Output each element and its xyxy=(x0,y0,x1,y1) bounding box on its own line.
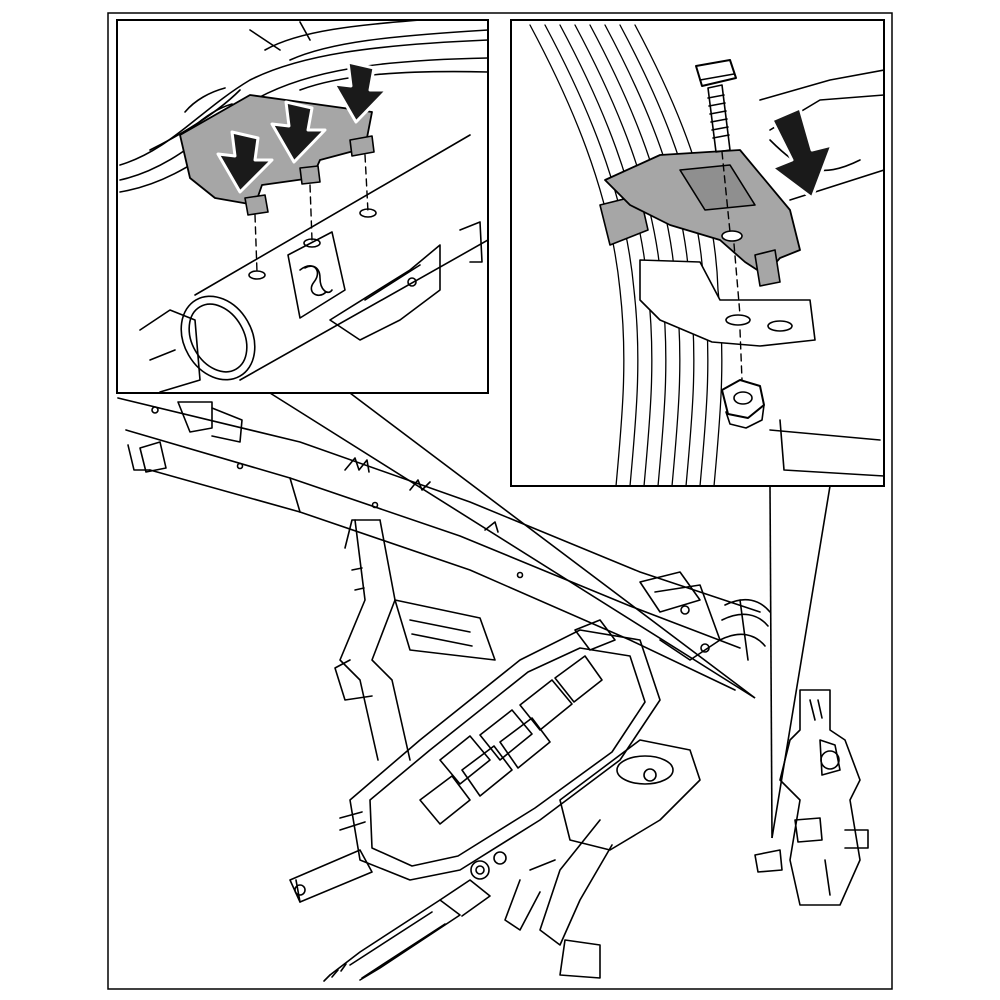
crossmember-tube xyxy=(139,134,488,393)
callout-leaders xyxy=(269,392,831,839)
inset-left xyxy=(116,19,489,394)
beam-harness xyxy=(719,598,771,661)
lower-support-frame xyxy=(334,519,496,761)
nut xyxy=(721,379,765,429)
push-arrow-2 xyxy=(270,100,327,164)
bolt xyxy=(695,59,737,153)
column-lower-shaft xyxy=(289,811,507,982)
leader-left-inset-b xyxy=(349,392,756,699)
steering-column-housing xyxy=(349,571,721,881)
guide-lines xyxy=(254,154,369,273)
crossmember-beam xyxy=(117,397,761,691)
pedal-assembly xyxy=(504,739,701,979)
push-arrows xyxy=(216,60,389,194)
push-arrow-3 xyxy=(332,60,389,124)
leader-right-inset-b xyxy=(771,485,831,839)
push-arrow-1 xyxy=(216,130,274,194)
leader-right-inset-a xyxy=(769,485,773,839)
inset-right xyxy=(510,19,885,487)
inset-right-frame xyxy=(510,19,885,487)
wiring-harness-bundle xyxy=(119,20,488,193)
inset-left-frame xyxy=(116,19,489,394)
page-border xyxy=(107,12,893,990)
guide-lines xyxy=(721,151,743,381)
main-assembly-view xyxy=(117,397,869,982)
leader-left-inset-a xyxy=(269,392,756,699)
down-arrow xyxy=(770,106,834,200)
mount-plate xyxy=(639,259,816,347)
